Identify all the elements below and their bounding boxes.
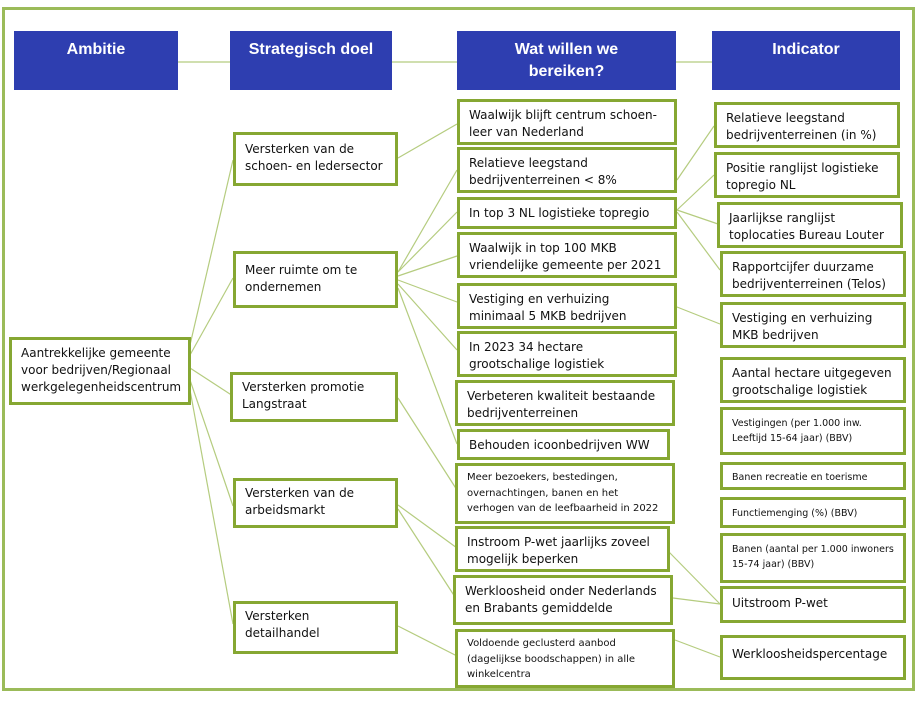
- doel-text: Voldoende geclusterd aanbod (dagelijkse …: [467, 638, 636, 680]
- connector-d3-i3: [676, 209, 719, 225]
- doel-text: Behouden icoonbedrijven WW: [469, 438, 650, 452]
- connector-d5-i5: [676, 306, 721, 325]
- doel-box: Voldoende geclusterd aanbod (dagelijkse …: [455, 629, 675, 688]
- indicator-box: Banen (aantal per 1.000 inwoners 15-74 j…: [720, 533, 906, 583]
- doel-box: In top 3 NL logistieke topregio: [457, 197, 677, 229]
- doel-box: Behouden icoonbedrijven WW: [457, 429, 670, 460]
- doel-text: Waalwijk in top 100 MKB vriendelijke gem…: [469, 241, 662, 272]
- doel-text: Waalwijk blijft centrum schoen-leer van …: [469, 108, 657, 139]
- doel-box: Vestiging en verhuizing minimaal 5 MKB b…: [457, 283, 677, 329]
- indicator-text: Rapportcijfer duurzame bedrijventerreine…: [732, 260, 886, 291]
- strategisch-doel-text: Versterken van de arbeidsmarkt: [245, 486, 355, 517]
- connector-d11-i11: [672, 597, 721, 605]
- doel-box: Instroom P-wet jaarlijks zoveel mogelijk…: [455, 526, 670, 572]
- header-wat-willen-we-bereiken-label: Wat willen we bereiken?: [514, 40, 619, 80]
- connector-sd3-d9: [397, 397, 458, 491]
- indicator-box: Rapportcijfer duurzame bedrijventerreine…: [720, 251, 906, 297]
- indicator-box: Functiemenging (%) (BBV): [720, 497, 906, 528]
- ambitie-box: Aantrekkelijke gemeente voor bedrijven/R…: [9, 337, 191, 405]
- connector-sd2-d6: [397, 283, 458, 351]
- header-indicator-label: Indicator: [772, 41, 840, 58]
- indicator-text: Werkloosheidspercentage: [732, 647, 888, 661]
- strategisch-doel-box: Meer ruimte om te ondernemen: [233, 251, 398, 308]
- indicator-text: Uitstroom P-wet: [732, 596, 828, 610]
- connector-sd2-d4: [397, 255, 458, 277]
- indicator-text: Functiemenging (%) (BBV): [732, 508, 858, 519]
- connector-d12-i12: [674, 639, 721, 658]
- doel-text: Werkloosheid onder Nederlands en Brabant…: [465, 584, 657, 615]
- diagram-frame: [2, 7, 915, 691]
- indicator-box: Werkloosheidspercentage: [720, 635, 906, 680]
- doel-box: In 2023 34 hectare grootschalige logisti…: [457, 331, 677, 377]
- indicator-text: Vestiging en verhuizing MKB bedrijven: [732, 311, 873, 342]
- indicator-box: Jaarlijkse ranglijst toplocaties Bureau …: [717, 202, 903, 248]
- strategisch-doel-box: Versterken promotie Langstraat: [230, 372, 398, 422]
- header-ambitie-label: Ambitie: [66, 41, 126, 58]
- connector-ambitie-sd3: [189, 367, 234, 397]
- connector-sd1-d1: [397, 123, 458, 159]
- indicator-box: Relatieve leegstand bedrijventerreinen (…: [714, 102, 900, 148]
- connector-sd2-d3: [397, 211, 458, 273]
- strategisch-doel-box: Versterken van de arbeidsmarkt: [233, 478, 398, 528]
- indicator-box: Aantal hectare uitgegeven grootschalige …: [720, 357, 906, 403]
- indicator-text: Vestigingen (per 1.000 inw. Leeftijd 15-…: [732, 418, 862, 445]
- doel-text: Relatieve leegstand bedrijventerreinen <…: [469, 156, 617, 187]
- doel-text: Meer bezoekers, bestedingen, overnachtin…: [467, 472, 659, 514]
- doel-box: Meer bezoekers, bestedingen, overnachtin…: [455, 463, 675, 524]
- connector-sd2-d5: [397, 279, 458, 303]
- indicator-box: Uitstroom P-wet: [720, 586, 906, 623]
- doel-box: Waalwijk in top 100 MKB vriendelijke gem…: [457, 232, 677, 278]
- connector-sd5-d12: [397, 625, 458, 657]
- indicator-box: Positie ranglijst logistieke topregio NL: [714, 152, 900, 198]
- indicator-text: Aantal hectare uitgegeven grootschalige …: [732, 366, 892, 397]
- indicator-text: Relatieve leegstand bedrijventerreinen (…: [726, 111, 877, 142]
- doel-text: In top 3 NL logistieke topregio: [469, 206, 650, 220]
- connector-sd2-d8: [397, 287, 458, 445]
- indicator-text: Banen (aantal per 1.000 inwoners 15-74 j…: [732, 544, 894, 571]
- indicator-text: Positie ranglijst logistieke topregio NL: [726, 161, 879, 192]
- doel-box: Werkloosheid onder Nederlands en Brabant…: [453, 575, 673, 625]
- indicator-box: Vestigingen (per 1.000 inw. Leeftijd 15-…: [720, 407, 906, 455]
- doel-text: Instroom P-wet jaarlijks zoveel mogelijk…: [467, 535, 650, 566]
- doel-box: Verbeteren kwaliteit bestaande bedrijven…: [455, 380, 675, 426]
- strategisch-doel-box: Versterken detailhandel: [233, 601, 398, 654]
- doel-text: In 2023 34 hectare grootschalige logisti…: [469, 340, 605, 374]
- header-strategisch-doel: Strategisch doel: [230, 31, 392, 90]
- strategisch-doel-text: Versterken van de schoen- en ledersector: [245, 142, 383, 173]
- header-strategisch-doel-label: Strategisch doel: [248, 41, 374, 58]
- doel-box: Waalwijk blijft centrum schoen-leer van …: [457, 99, 677, 145]
- indicator-box: Banen recreatie en toerisme: [720, 462, 906, 490]
- indicator-text: Banen recreatie en toerisme: [732, 472, 868, 483]
- connector-sd4-d11: [397, 508, 458, 601]
- strategisch-doel-box: Versterken van de schoen- en ledersector: [233, 132, 398, 186]
- indicator-text: Jaarlijkse ranglijst toplocaties Bureau …: [729, 211, 884, 242]
- connector-ambitie-sd4: [189, 379, 234, 507]
- connector-d2-i1: [676, 125, 715, 181]
- connector-d3-i2: [676, 174, 715, 211]
- connector-d3-i4: [676, 211, 721, 271]
- connector-d10-i11: [668, 551, 721, 605]
- indicator-box: Vestiging en verhuizing MKB bedrijven: [720, 302, 906, 348]
- connector-sd4-d10: [397, 504, 458, 549]
- doel-box: Relatieve leegstand bedrijventerreinen <…: [457, 147, 677, 193]
- strategisch-doel-text: Versterken promotie Langstraat: [242, 380, 365, 411]
- strategisch-doel-text: Meer ruimte om te ondernemen: [245, 263, 358, 294]
- ambitie-text: Aantrekkelijke gemeente voor bedrijven/R…: [21, 346, 182, 394]
- strategisch-doel-text: Versterken detailhandel: [245, 609, 320, 640]
- header-wat-willen-we-bereiken: Wat willen we bereiken?: [457, 31, 676, 90]
- connector-ambitie-sd1: [189, 159, 234, 346]
- doel-text: Vestiging en verhuizing minimaal 5 MKB b…: [469, 292, 627, 323]
- doel-text: Verbeteren kwaliteit bestaande bedrijven…: [467, 389, 656, 420]
- connector-ambitie-sd2: [189, 277, 234, 356]
- connector-ambitie-sd5: [189, 389, 234, 625]
- header-indicator: Indicator: [712, 31, 900, 90]
- connector-sd2-d2: [397, 169, 458, 273]
- header-ambitie: Ambitie: [14, 31, 178, 90]
